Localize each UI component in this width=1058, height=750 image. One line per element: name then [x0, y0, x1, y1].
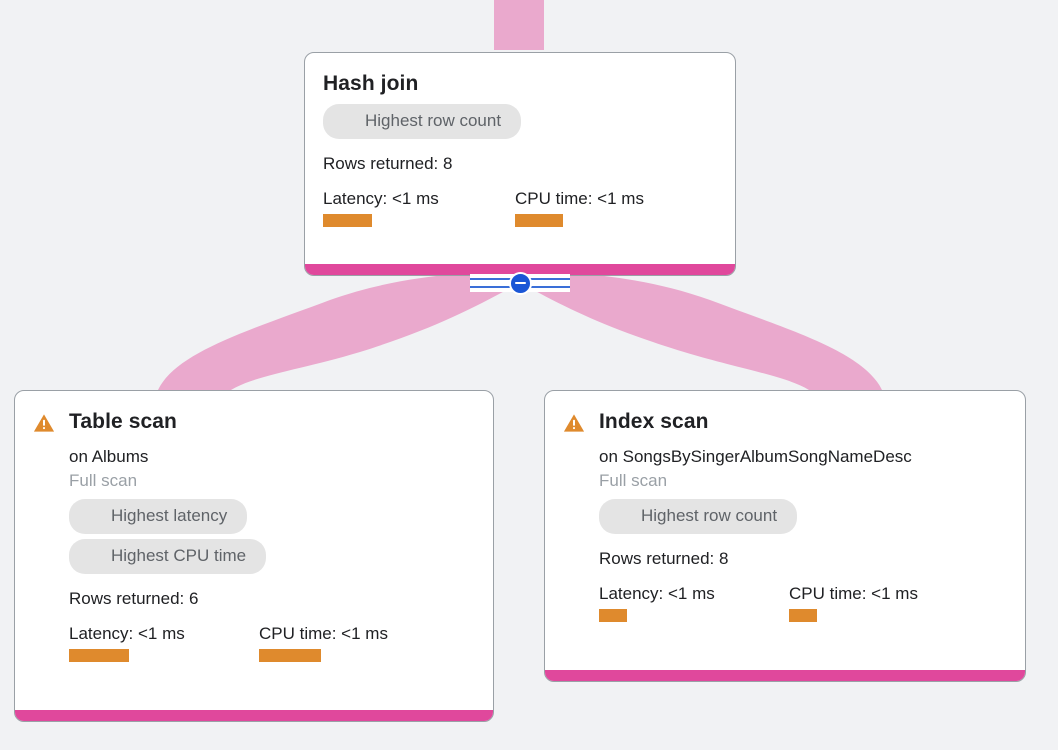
metric-latency-bar: [69, 649, 129, 662]
metric-cpu-time-bar: [259, 649, 321, 662]
metric-latency-label: Latency: <1 ms: [323, 189, 439, 208]
warning-triangle-icon: [33, 414, 55, 432]
metric-latency-label: Latency: <1 ms: [69, 624, 185, 643]
metric-cpu-time: CPU time: <1 ms: [515, 188, 644, 227]
node-details: on Albums Full scan Highest latency High…: [33, 445, 475, 662]
chip-list: Highest latency Highest CPU time: [69, 499, 475, 579]
node-hash-join[interactable]: Hash join Highest row count Rows returne…: [304, 52, 736, 276]
metric-cpu-time-bar: [789, 609, 817, 622]
node-index-scan[interactable]: Index scan on SongsBySingerAlbumSongName…: [544, 390, 1026, 682]
node-accent-bar: [15, 710, 493, 721]
metric-latency-bar: [599, 609, 627, 622]
metric-latency-bar: [323, 214, 372, 227]
chip-list: Highest row count: [323, 104, 717, 144]
node-sub-note: Full scan: [599, 471, 668, 490]
node-header: Index scan: [563, 409, 1007, 435]
minus-circle-icon[interactable]: [508, 271, 532, 295]
node-details: on SongsBySingerAlbumSongNameDesc Full s…: [563, 445, 1007, 622]
metric-latency-label: Latency: <1 ms: [599, 584, 715, 603]
metric-cpu-time-label: CPU time: <1 ms: [789, 584, 918, 603]
chip-highest-latency[interactable]: Highest latency: [69, 499, 248, 534]
metric-cpu-time: CPU time: <1 ms: [789, 583, 918, 622]
node-title: Table scan: [69, 410, 177, 433]
collapse-toggle[interactable]: [470, 271, 570, 295]
metric-cpu-time-bar: [515, 214, 563, 227]
node-table-scan[interactable]: Table scan on Albums Full scan Highest l…: [14, 390, 494, 722]
node-sub-note: Full scan: [69, 471, 138, 490]
edge-hash-join-to-index-scan: [528, 272, 882, 390]
node-subtitle: on Albums: [69, 447, 149, 466]
node-header: Table scan: [33, 409, 475, 435]
rows-returned: Rows returned: 8: [599, 549, 729, 568]
chip-highest-row-count[interactable]: Highest row count: [323, 104, 522, 139]
metric-list: Latency: <1 ms CPU time: <1 ms: [599, 583, 1007, 622]
chip-highest-cpu-time[interactable]: Highest CPU time: [69, 539, 267, 574]
edge-hash-join-to-table-scan: [158, 272, 512, 390]
metric-list: Latency: <1 ms CPU time: <1 ms: [69, 623, 475, 662]
chip-highest-row-count[interactable]: Highest row count: [599, 499, 798, 534]
warning-triangle-icon: [563, 414, 585, 432]
metric-cpu-time: CPU time: <1 ms: [259, 623, 388, 662]
node-body: Index scan on SongsBySingerAlbumSongName…: [545, 391, 1025, 681]
node-title: Hash join: [323, 72, 419, 95]
rows-returned: Rows returned: 6: [69, 589, 199, 608]
metric-latency: Latency: <1 ms: [69, 623, 259, 662]
node-title: Index scan: [599, 410, 709, 433]
metric-cpu-time-label: CPU time: <1 ms: [515, 189, 644, 208]
node-body: Hash join Highest row count Rows returne…: [305, 53, 735, 275]
node-header: Hash join: [323, 71, 717, 97]
rows-returned: Rows returned: 8: [323, 154, 453, 173]
edge-incoming: [494, 0, 544, 50]
chip-list: Highest row count: [599, 499, 1007, 539]
metric-latency: Latency: <1 ms: [323, 188, 515, 227]
node-accent-bar: [545, 670, 1025, 681]
metric-cpu-time-label: CPU time: <1 ms: [259, 624, 388, 643]
node-accent-bar: [305, 264, 735, 275]
node-subtitle: on SongsBySingerAlbumSongNameDesc: [599, 447, 912, 466]
metric-latency: Latency: <1 ms: [599, 583, 789, 622]
node-body: Table scan on Albums Full scan Highest l…: [15, 391, 493, 721]
metric-list: Latency: <1 ms CPU time: <1 ms: [323, 188, 717, 227]
